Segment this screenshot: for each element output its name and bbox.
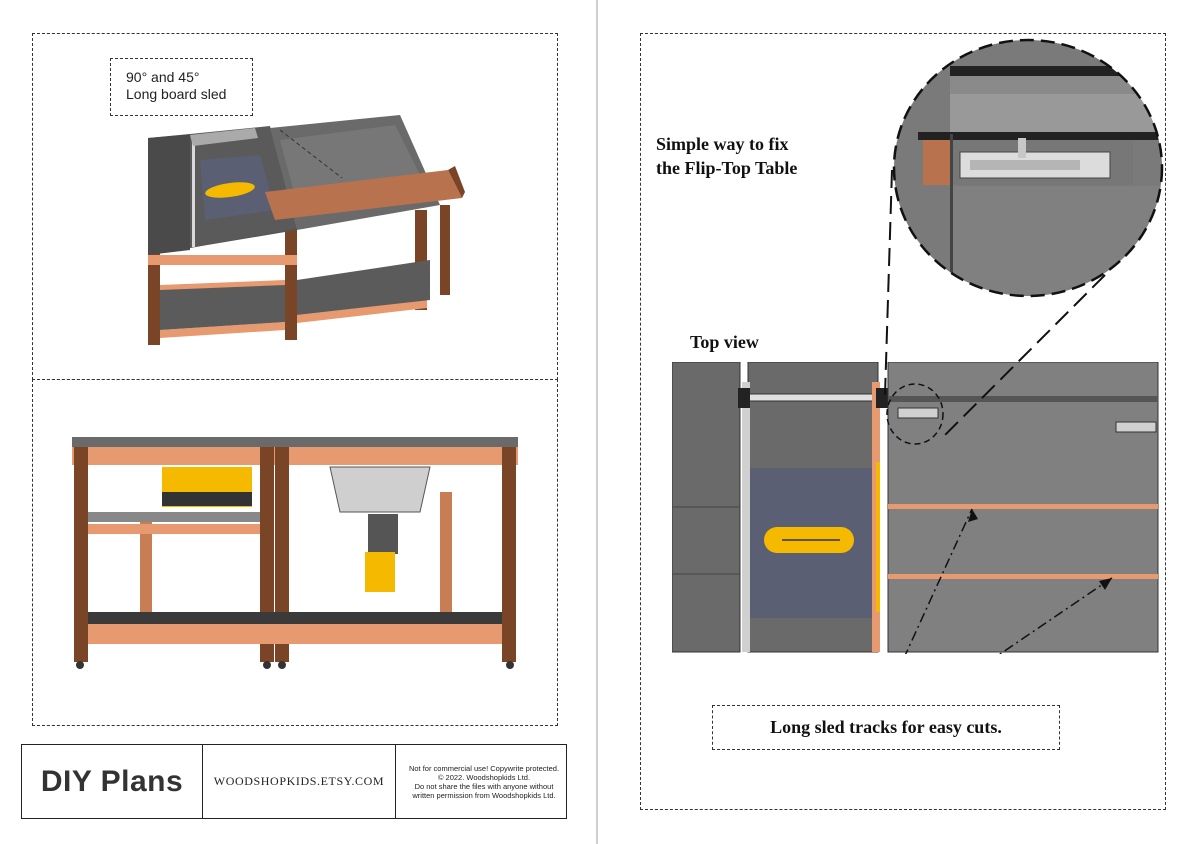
notice-line-2: © 2022. Woodshopkids Ltd. — [437, 772, 531, 782]
zoom-connector-lines — [884, 169, 1106, 441]
sled-callout-line-2: Long board sled — [126, 86, 227, 102]
sled-callout-line-1: 90° and 45° — [126, 69, 200, 85]
shop-url: WOODSHOPKIDS.ETSY.COM — [203, 745, 396, 818]
page-divider — [596, 0, 598, 844]
sled-tracks-callout: Long sled tracks for easy cuts. — [712, 705, 1060, 750]
top-view-label: Top view — [690, 332, 759, 352]
fix-label-line-2: the Flip-Top Table — [656, 158, 798, 178]
top-view-drawing — [672, 362, 1159, 654]
front-view-panel — [32, 379, 558, 726]
sled-callout: 90° and 45° Long board sled — [110, 58, 253, 116]
copyright-notice: Not for commercial use! Copywrite protec… — [396, 745, 566, 818]
title-block: DIY Plans WOODSHOPKIDS.ETSY.COM Not for … — [21, 744, 567, 819]
flip-top-fix-label: Simple way to fix the Flip-Top Table — [656, 132, 797, 180]
fix-label-line-1: Simple way to fix — [656, 134, 789, 154]
top-view-panel — [640, 33, 1166, 810]
notice-line-4: written permission from Woodshopkids Ltd… — [412, 790, 556, 800]
notice-line-3: Do not share the files with anyone witho… — [414, 781, 554, 791]
notice-line-1: Not for commercial use! Copywrite protec… — [408, 763, 560, 773]
plans-title: DIY Plans — [22, 745, 203, 818]
isometric-workbench-drawing — [148, 115, 465, 345]
latch-detail-zoom — [892, 38, 1164, 298]
front-view-workbench-drawing — [72, 437, 518, 669]
